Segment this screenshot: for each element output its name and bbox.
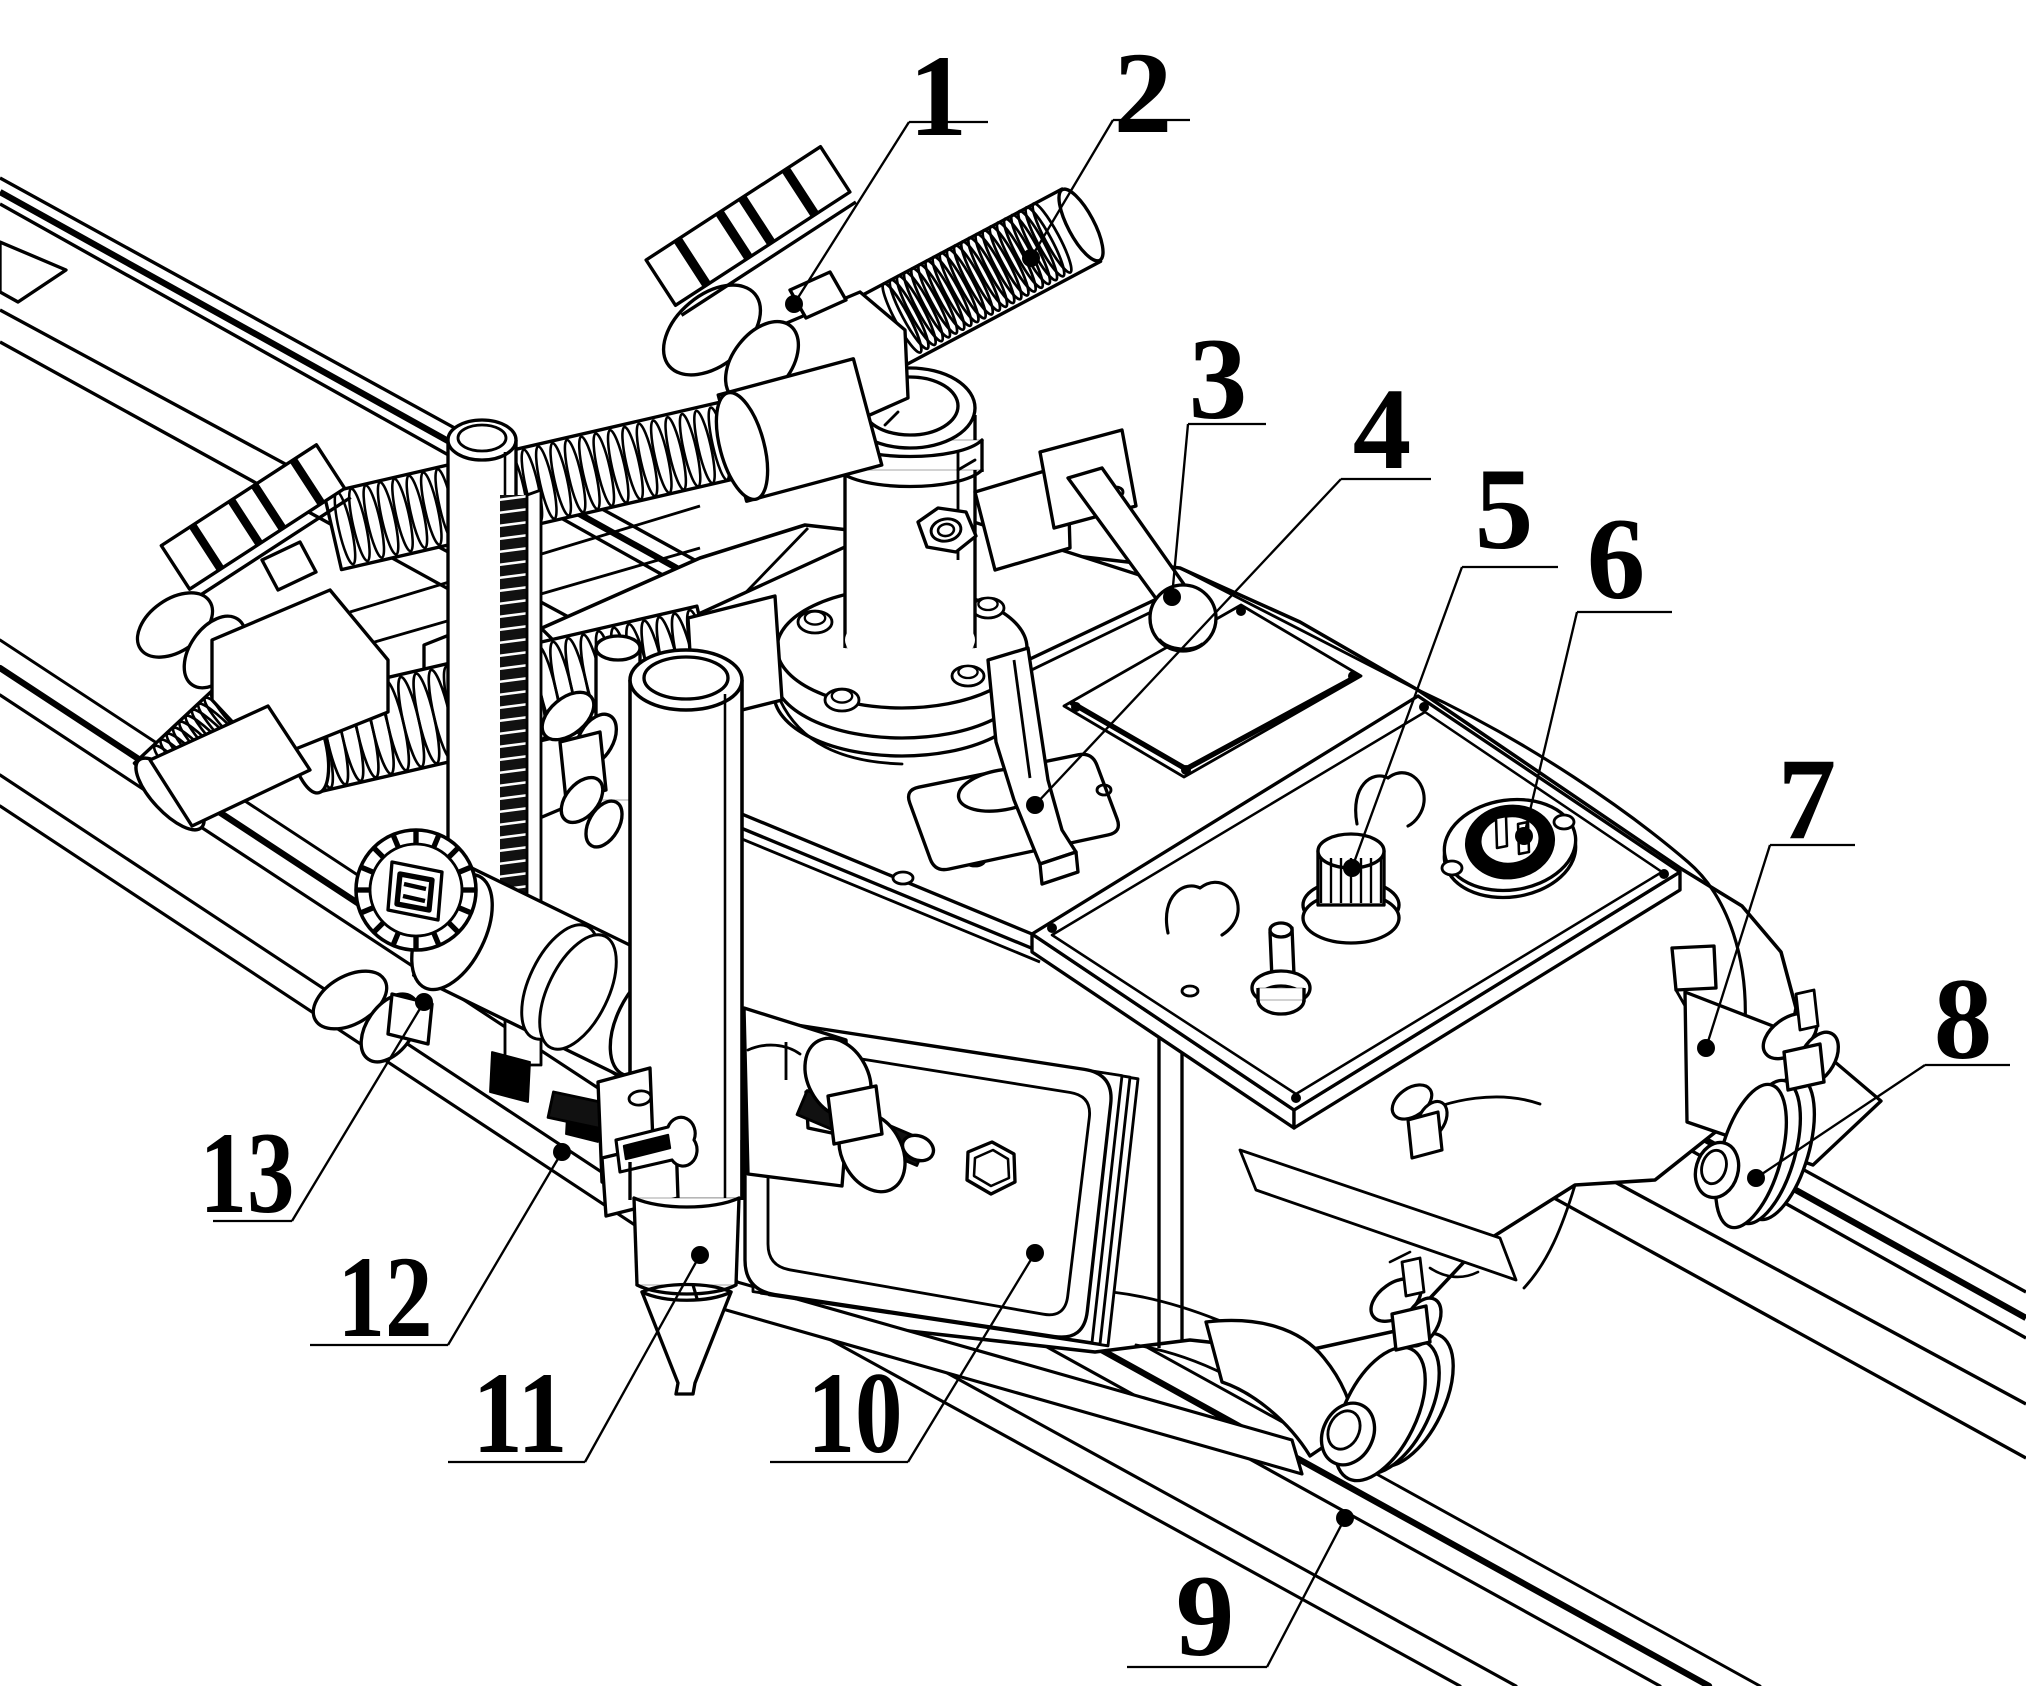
- svg-text:1: 1: [909, 32, 968, 161]
- svg-text:12: 12: [338, 1233, 433, 1362]
- svg-text:5: 5: [1475, 445, 1534, 574]
- svg-text:4: 4: [1353, 365, 1412, 494]
- svg-text:10: 10: [808, 1349, 903, 1478]
- svg-text:2: 2: [1114, 29, 1173, 158]
- svg-text:13: 13: [200, 1109, 295, 1238]
- svg-text:8: 8: [1934, 955, 1993, 1084]
- svg-text:9: 9: [1176, 1552, 1235, 1681]
- svg-text:11: 11: [473, 1349, 568, 1478]
- svg-text:7: 7: [1778, 735, 1837, 864]
- svg-text:6: 6: [1587, 495, 1646, 624]
- svg-text:3: 3: [1189, 315, 1248, 444]
